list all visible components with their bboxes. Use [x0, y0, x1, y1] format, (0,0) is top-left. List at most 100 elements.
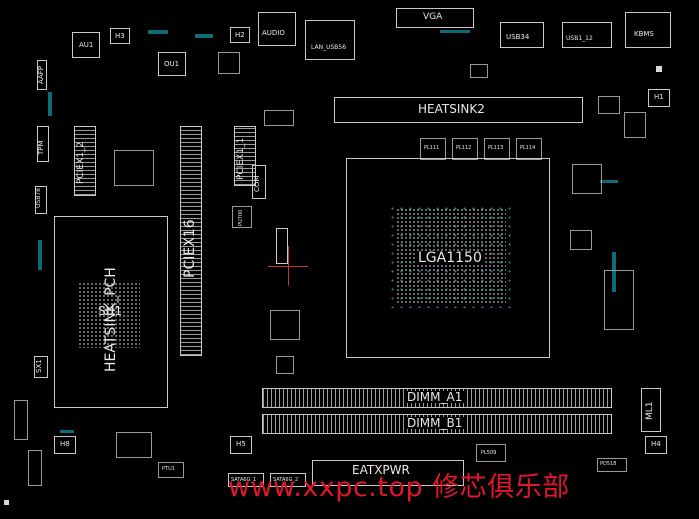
pl111-label: PL111 [424, 145, 440, 151]
kbms-label: KBMS [634, 30, 654, 38]
smd-component [28, 450, 42, 486]
sx1-label: SX1 [35, 359, 43, 373]
dimm-b1-label: DIMM_B1 [404, 417, 466, 429]
h5-mount-hole [230, 436, 252, 454]
h1-label: H1 [654, 93, 664, 101]
usb1-12-connector [562, 22, 612, 48]
aafp-header [37, 60, 47, 90]
smd-component [570, 230, 592, 250]
cursor-target-component [276, 228, 288, 264]
pciex1-2-label: PCIEX1_2 [76, 141, 86, 184]
pl112-label: PL112 [456, 145, 472, 151]
pciex1-1-label: PCIEX1_1 [236, 137, 246, 180]
tpm-label: TPM [37, 140, 45, 155]
eatxpwr-label: EATXPWR [352, 463, 410, 477]
pl509-choke [476, 444, 506, 462]
heatsink2-outline [334, 97, 583, 123]
pciex1-2-slot [74, 126, 96, 196]
au1-label: AU1 [79, 41, 94, 49]
h4-label: H4 [651, 440, 661, 448]
pl112-choke-2 [452, 138, 478, 160]
usb78-header [35, 186, 47, 214]
heatsink2-label: HEATSINK2 [418, 102, 485, 116]
smd-component [14, 400, 28, 440]
usb34-label: USB34 [506, 33, 530, 41]
tpm-header [37, 126, 49, 162]
heatsink-pch-outline [54, 216, 168, 408]
fiducial [4, 500, 9, 505]
smd-component [264, 110, 294, 126]
smd-component [470, 64, 488, 78]
vga-label: VGA [423, 12, 443, 22]
fiducial [656, 66, 662, 72]
pad-group [440, 30, 470, 33]
pad-group [48, 92, 52, 116]
smd-component [116, 432, 152, 458]
sata6g-1-connector [228, 473, 264, 487]
ml1-connector [641, 388, 661, 432]
com-header [252, 165, 266, 199]
pd518-chip [597, 458, 627, 472]
su1-label: SU1 [98, 304, 123, 318]
ptu1-label: PTU1 [162, 466, 175, 472]
pch-ball-grid [78, 282, 140, 348]
sata6g-1-label: SATA6G_1 [231, 477, 257, 483]
kbms-connector [625, 12, 671, 48]
lga1150-socket-outline [346, 158, 550, 358]
pl111-choke [420, 138, 446, 160]
audio-jack [258, 12, 296, 46]
smd-component [598, 96, 620, 114]
ou1-label: OU1 [164, 60, 180, 68]
usb1-12-label: USB1_12 [566, 35, 593, 42]
pciex16-label: PCIEX16 [182, 219, 198, 278]
h4-mount-hole [645, 436, 667, 454]
sata6g-2-label: SATA6G_2 [273, 477, 299, 483]
h1-mount-hole [648, 89, 670, 107]
pu700-label: PU700 [238, 209, 244, 226]
pciex1-1-slot [234, 126, 256, 186]
sata6g-2-connector [270, 473, 306, 487]
smd-component [270, 310, 300, 340]
smd-component [114, 150, 154, 186]
ptu1-chip [158, 462, 184, 478]
vga-connector [396, 8, 474, 28]
lan-usb56-connector [305, 20, 355, 60]
smd-component [276, 356, 294, 374]
h2-label: H2 [235, 31, 245, 39]
pu700-chip [232, 206, 252, 228]
pl114-label: PL114 [520, 145, 536, 151]
crosshair-cursor-v [288, 246, 289, 286]
dimm-a1-label: DIMM_A1 [404, 391, 466, 403]
pd518-label: PD518 [600, 461, 617, 467]
pad-group [612, 252, 616, 292]
h3-mount-hole [110, 28, 130, 44]
h8-label: H8 [60, 440, 70, 448]
com-label: COM [253, 175, 261, 192]
smd-component [572, 164, 602, 194]
pl509-label: PL509 [481, 450, 497, 456]
pl113-label: PL113 [488, 145, 504, 151]
ml1-label: ML1 [645, 401, 655, 420]
aafp-label: AAFP [37, 65, 45, 84]
sx1-chip [34, 356, 48, 378]
h5-label: H5 [236, 440, 246, 448]
usb78-label: USB78 [35, 188, 42, 208]
smd-component [624, 112, 646, 138]
pad-group [38, 240, 42, 270]
pad-group [60, 430, 74, 433]
heatsink-pch-label: HEATSINK_PCH [103, 267, 119, 372]
au1-chip [72, 32, 100, 58]
pl113-choke [484, 138, 510, 160]
pad-group [600, 180, 618, 183]
audio-label: AUDIO [262, 29, 285, 37]
smd-component [604, 270, 634, 330]
h2-mount-hole [230, 27, 250, 43]
pciex16-slot [180, 126, 202, 356]
pl114-choke [516, 138, 542, 160]
usb34-connector [500, 22, 544, 48]
smd-component [218, 52, 240, 74]
lan-usb56-label: LAN_USB56 [311, 44, 347, 51]
h8-mount-hole [54, 436, 76, 454]
lga1150-label: LGA1150 [416, 250, 484, 266]
